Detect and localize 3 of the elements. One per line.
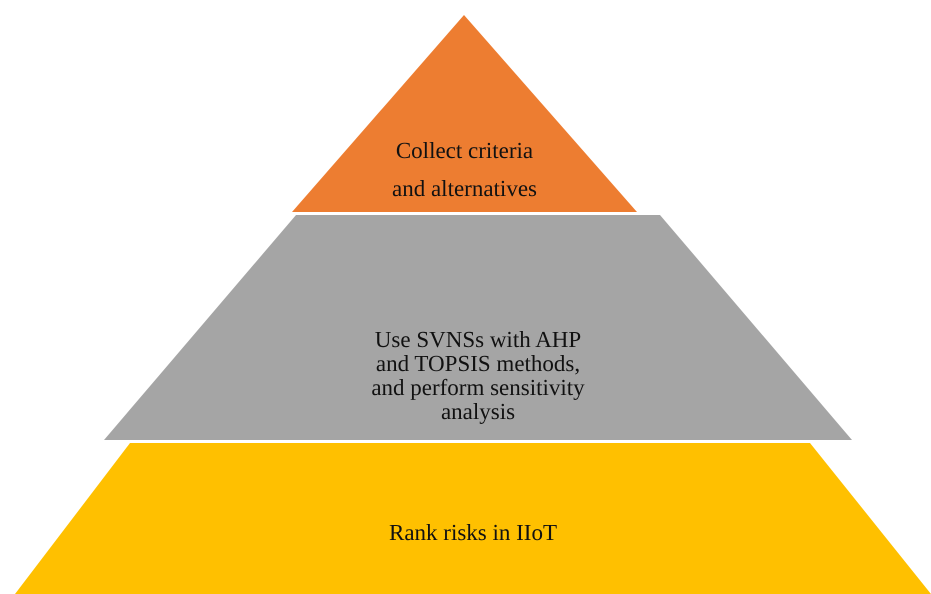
tier-label: Collect criteria and alternatives bbox=[392, 137, 537, 203]
tier-label: Rank risks in IIoT bbox=[388, 519, 558, 547]
tier-label: Use SVNSs with AHP and TOPSIS methods, and perform sensitivity analysis bbox=[370, 328, 586, 425]
